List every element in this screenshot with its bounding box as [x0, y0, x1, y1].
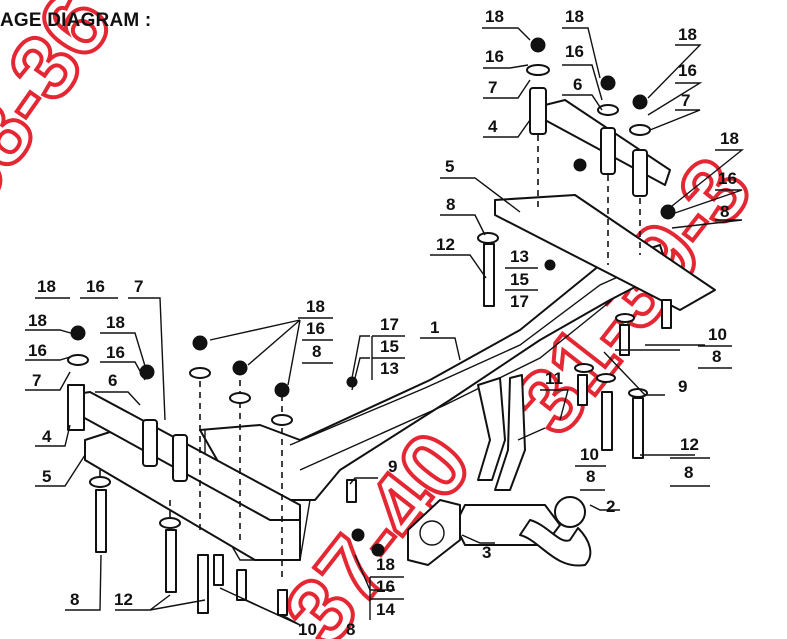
label-4-left: 4	[42, 427, 52, 446]
part-labels: 18 16 7 4 18 16 6 18 16 7 18 16 8 18 16 …	[28, 7, 739, 639]
label-13-top: 13	[510, 247, 529, 266]
label-7-top-c: 7	[681, 91, 690, 110]
label-9-right: 9	[678, 377, 687, 396]
label-7-left: 7	[32, 371, 41, 390]
label-18-mid: 18	[306, 297, 325, 316]
bolts	[95, 243, 672, 616]
label-8-right-low: 8	[684, 463, 693, 482]
leader-lines	[25, 27, 744, 626]
label-18-right: 18	[720, 129, 739, 148]
label-1: 1	[430, 318, 439, 337]
label-16-mid: 16	[306, 319, 325, 338]
label-5-top: 5	[445, 157, 454, 176]
label-18-left-mid: 18	[106, 313, 125, 332]
label-6-left-mid: 6	[108, 371, 117, 390]
label-18-top-a: 18	[485, 7, 504, 26]
label-8-top: 8	[446, 195, 455, 214]
label-16-top-a: 16	[485, 47, 504, 66]
label-9-mid: 9	[388, 457, 397, 476]
label-7-top-a: 7	[488, 78, 497, 97]
label-16-right: 16	[718, 169, 737, 188]
diagram-title: AGE DIAGRAM :	[0, 10, 152, 31]
label-16-left-mid: 16	[106, 343, 125, 362]
label-3: 3	[482, 543, 491, 562]
label-15-top: 15	[510, 270, 529, 289]
label-16-left-row: 16	[86, 277, 105, 296]
label-8-mid-box: 8	[586, 467, 595, 486]
label-10-mid: 10	[580, 445, 599, 464]
label-14-bottom: 14	[376, 600, 395, 619]
label-15-mid: 15	[380, 337, 399, 356]
label-18-left-row: 18	[37, 277, 56, 296]
nuts-and-washers	[67, 37, 676, 557]
label-16-bottom: 16	[376, 577, 395, 596]
label-10-right: 10	[708, 325, 727, 344]
label-16-top-c: 16	[678, 61, 697, 80]
label-17-mid: 17	[380, 315, 399, 334]
label-12-right: 12	[680, 435, 699, 454]
label-7-left-row: 7	[134, 277, 143, 296]
label-18-left: 18	[28, 311, 47, 330]
label-8-bottom: 8	[346, 620, 355, 639]
label-8-bottom-left: 8	[70, 590, 79, 609]
label-11: 11	[545, 369, 563, 388]
bracket-arms	[477, 374, 546, 491]
label-17-top: 17	[510, 292, 529, 311]
label-4-top-a: 4	[488, 117, 498, 136]
label-12-bottom-left: 12	[114, 590, 133, 609]
label-2: 2	[606, 497, 615, 516]
label-18-top-c: 18	[678, 25, 697, 44]
label-16-left: 16	[28, 341, 47, 360]
tow-ball-assembly	[407, 496, 592, 567]
watermark-text-1: 58-36	[0, 0, 131, 226]
label-6-top-b: 6	[573, 75, 582, 94]
label-10-bottom: 10	[298, 620, 317, 639]
label-18-bottom: 18	[376, 555, 395, 574]
label-8-right: 8	[720, 202, 729, 221]
label-13-mid: 13	[380, 359, 399, 378]
label-12-top: 12	[436, 235, 455, 254]
label-18-top-b: 18	[565, 7, 584, 26]
label-16-top-b: 16	[565, 42, 584, 61]
label-8-right-box: 8	[712, 347, 721, 366]
label-5-left: 5	[42, 467, 51, 486]
label-8-mid: 8	[312, 342, 321, 361]
spacer-tubes	[142, 87, 648, 482]
